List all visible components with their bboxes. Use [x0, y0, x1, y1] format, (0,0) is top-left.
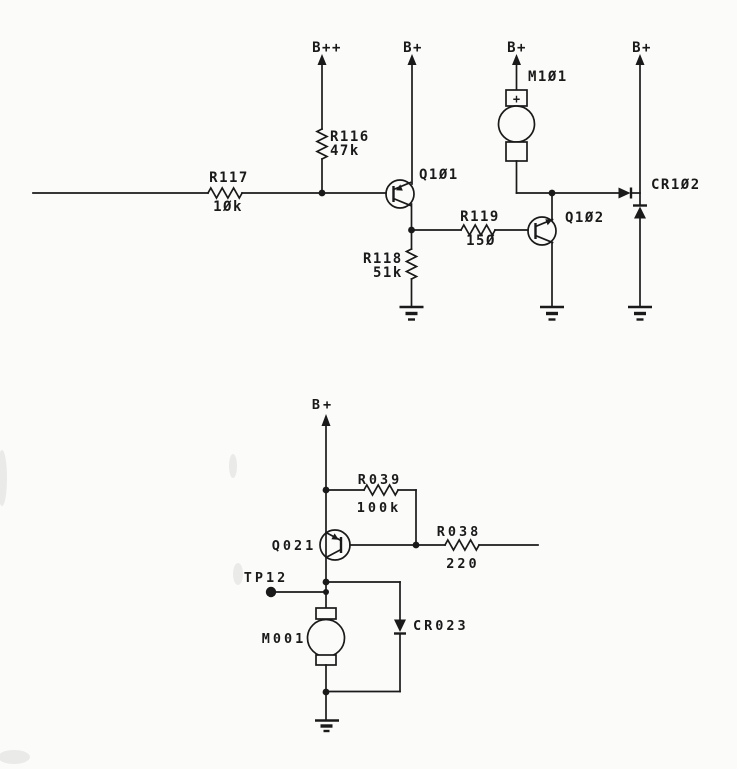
rail-bplus-label: B+ — [312, 397, 334, 413]
resistor-r118: R118 51k — [363, 229, 424, 321]
rail-bplus-label: B+ — [632, 40, 652, 56]
motor-body-circle — [497, 105, 536, 143]
resistor-r039-zigzag — [362, 483, 400, 497]
scan-smudge — [0, 750, 30, 764]
resistor-r116-label: R116 — [330, 129, 370, 145]
top-circuit: B++ R116 47k R117 1Øk Q1Ø1 — [32, 40, 701, 321]
resistor-r039-label: R039 — [358, 472, 403, 488]
resistor-r038-value: 220 — [446, 556, 479, 572]
transistor-q102-label: Q1Ø2 — [565, 210, 605, 226]
input-wire-r117: R117 1Øk — [32, 170, 387, 215]
motor-polarity-plus: + — [513, 92, 520, 106]
resistor-r118-zigzag — [404, 247, 419, 281]
diode-cr102-label: CR1Ø2 — [651, 177, 701, 193]
diode-triangle-icon — [618, 187, 631, 199]
ground-symbol — [540, 305, 564, 321]
junction-dot — [318, 189, 326, 197]
testpoint-tp12-label: TP12 — [244, 570, 289, 586]
diode-triangle-icon — [634, 206, 646, 219]
transistor-q102: Q1Ø2 — [527, 193, 605, 321]
transistor-q021-label: Q021 — [272, 538, 317, 554]
resistor-r117-label: R117 — [209, 170, 249, 186]
emitter-arrow-icon — [396, 184, 403, 191]
resistor-r118-label: R118 — [363, 251, 403, 267]
up-arrow-icon — [321, 414, 331, 426]
emitter-arrow-icon — [545, 219, 553, 226]
motor-m101-branch: B+ + M1Ø1 — [497, 40, 568, 194]
transistor-collector-lead — [392, 197, 412, 207]
resistor-r117-zigzag — [206, 186, 244, 200]
transistor-q021: Q021 — [272, 529, 417, 561]
transistor-emitter-lead — [392, 181, 412, 191]
motor-terminal-box — [315, 607, 337, 620]
testpoint-tp12: TP12 — [244, 570, 329, 598]
resistor-r117-value: 1Øk — [213, 199, 243, 215]
scan-smudge — [0, 450, 7, 506]
motor-terminal-box — [505, 141, 528, 162]
transistor-q101-label: Q1Ø1 — [419, 167, 459, 183]
diode-cr023-label: CR023 — [413, 618, 469, 634]
testpoint-dot — [265, 586, 277, 598]
resistor-r119-label: R119 — [460, 209, 500, 225]
rail-bplus-bottom: B+ — [312, 397, 334, 609]
resistor-r116-value: 47k — [330, 143, 360, 159]
resistor-r039-value: 100k — [357, 500, 402, 516]
resistor-r118-value: 51k — [373, 265, 403, 281]
motor-body-circle — [306, 618, 346, 658]
collector-node-wire — [515, 187, 641, 199]
ground-symbol — [628, 305, 652, 321]
junction-dot — [548, 189, 556, 197]
motor-m001: M001 — [262, 607, 346, 696]
resistor-r119-value: 15Ø — [466, 233, 496, 249]
resistor-r119: R119 15Ø — [410, 209, 529, 249]
emitter-arrow-icon — [331, 533, 339, 540]
ground-symbol — [315, 691, 339, 733]
transistor-collector-lead — [324, 548, 343, 559]
diode-cr023-branch: CR023 — [322, 578, 469, 693]
diode-triangle-icon — [394, 619, 406, 632]
scan-smudge — [233, 563, 243, 585]
junction-dot — [323, 589, 329, 595]
motor-m101-label: M1Ø1 — [528, 69, 568, 85]
resistor-r116-zigzag — [315, 127, 329, 161]
up-arrow-icon — [635, 54, 645, 65]
up-arrow-icon — [407, 54, 417, 65]
rail-bplus-label: B+ — [507, 40, 527, 56]
ground-symbol — [399, 305, 424, 321]
transistor-q101: Q1Ø1 — [385, 167, 459, 209]
transistor-circle — [527, 216, 557, 246]
up-arrow-icon — [512, 54, 521, 65]
up-arrow-icon — [317, 54, 327, 65]
scan-smudge — [229, 454, 237, 478]
rail-bplusplus-label: B++ — [312, 40, 342, 56]
transistor-collector-lead — [534, 234, 554, 244]
transistor-circle — [385, 179, 415, 209]
diode-cr102-branch: B+ CR1Ø2 — [628, 40, 701, 321]
motor-m001-label: M001 — [262, 631, 307, 647]
resistor-r119-zigzag — [459, 223, 497, 237]
resistor-r038-zigzag — [443, 538, 481, 552]
resistor-r038-label: R038 — [437, 524, 482, 540]
resistor-r039-branch: R039 100k — [325, 472, 420, 549]
scan-artifacts — [0, 450, 243, 764]
resistor-r038-branch: R038 220 — [415, 524, 539, 572]
bottom-circuit: B+ R039 100k Q021 — [244, 397, 539, 733]
rail-bplusplus: B++ R116 47k — [312, 40, 370, 194]
motor-terminal-box — [315, 654, 337, 666]
rail-bplus-label: B+ — [403, 40, 423, 56]
